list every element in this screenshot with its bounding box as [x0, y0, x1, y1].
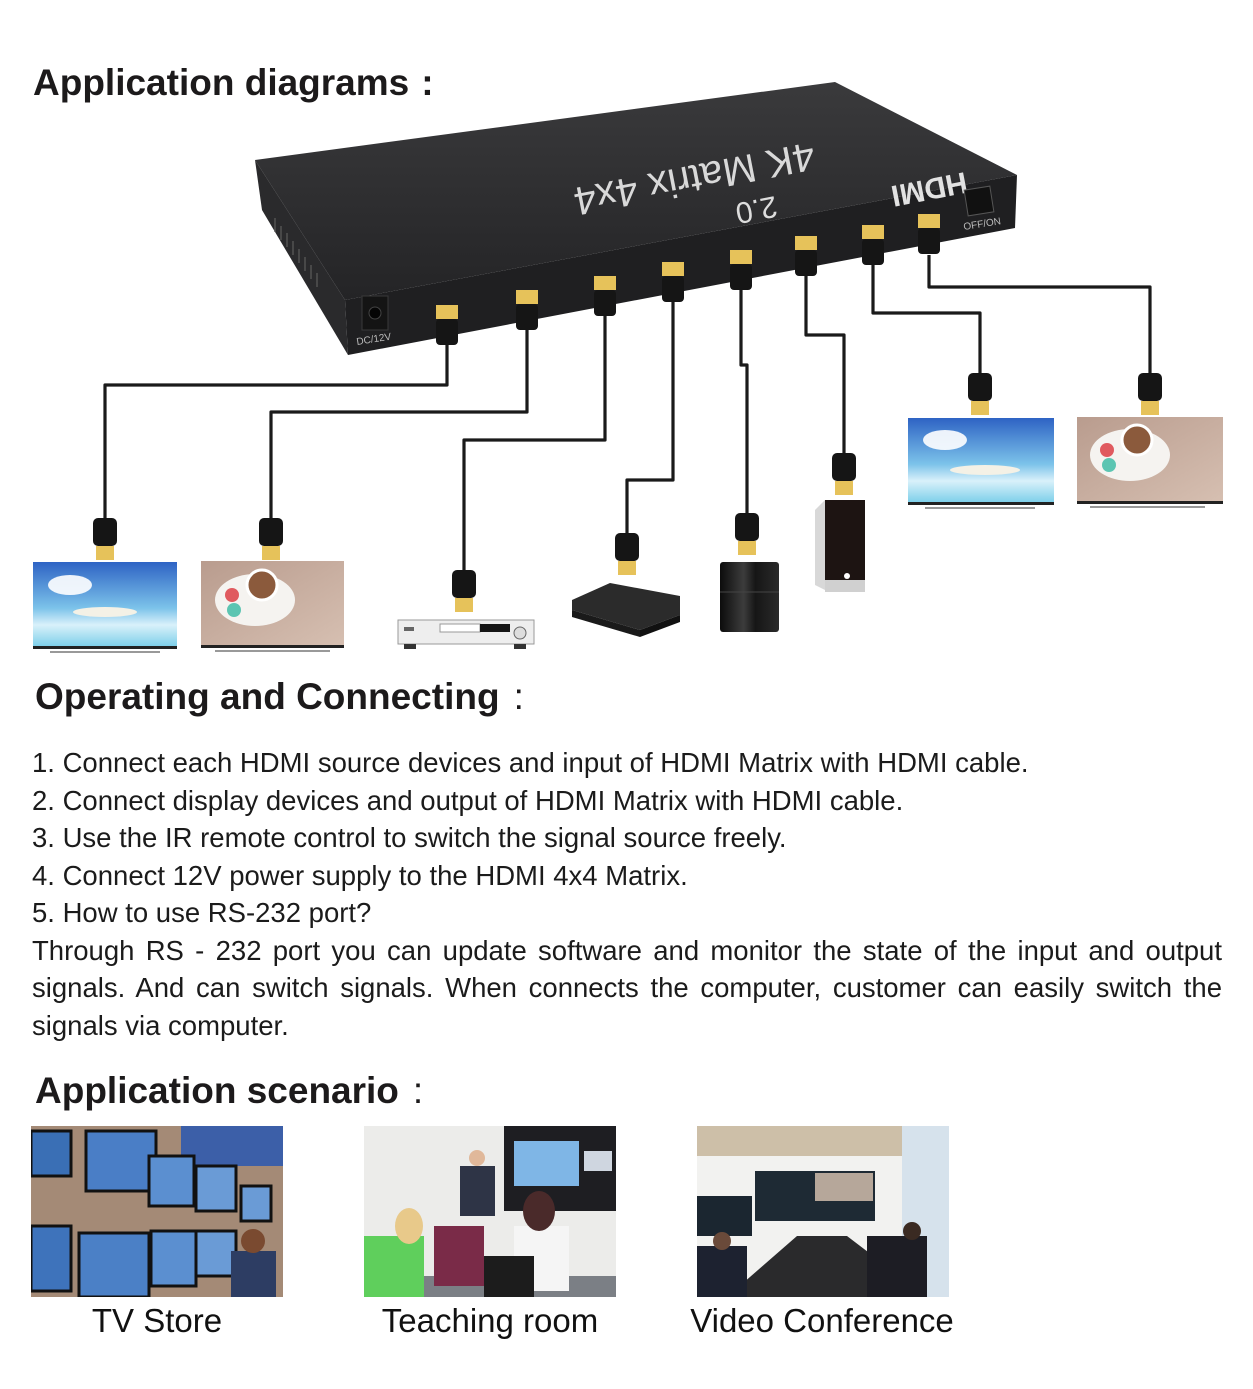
scenario-image-teaching-room: [364, 1126, 616, 1297]
connection-diagram: 4K Matrix 4x4 HDMI 2.0 DC/12V OFF/ON: [33, 82, 1223, 653]
heading-application-diagrams: Application diagrams:: [33, 62, 434, 104]
heading-text: Application diagrams: [33, 62, 410, 103]
hdmi-port-6: [795, 236, 817, 276]
heading-colon: :: [412, 1070, 424, 1111]
hdmi-port-7: [862, 225, 884, 265]
hdmi-port-3: [594, 276, 616, 316]
hdmi-plug: [615, 533, 639, 575]
instruction-step: 4. Connect 12V power supply to the HDMI …: [32, 859, 688, 891]
game-console: [720, 562, 779, 632]
vent-grille: [274, 218, 318, 287]
tv-display-1: [33, 562, 177, 653]
hdmi-port-2: [516, 290, 538, 330]
heading-text: Application scenario: [35, 1070, 399, 1111]
hdmi-port-1: [436, 305, 458, 345]
tv-display-2: [201, 561, 344, 652]
cable-7: [871, 265, 982, 375]
set-top-box: [572, 583, 680, 637]
hdmi-plug: [735, 513, 759, 555]
pc-tower: [815, 500, 865, 592]
heading-text: Operating and Connecting: [35, 676, 500, 717]
heading-colon: :: [421, 62, 434, 103]
device-port-connectors: [436, 214, 940, 345]
hdmi-port-5: [730, 250, 752, 290]
cable-5: [739, 290, 749, 515]
cable-2: [269, 330, 529, 520]
scenario-image-tv-store: [31, 1126, 283, 1297]
rs232-description: Through RS - 232 port you can update sof…: [32, 934, 1222, 1041]
hdmi-port-8: [918, 214, 940, 254]
heading-application-scenario: Application scenario:: [35, 1070, 423, 1112]
hdmi-port-4: [662, 262, 684, 302]
hdmi-plug: [93, 518, 117, 560]
cable-3: [462, 315, 607, 570]
instruction-list: 1. Connect each HDMI source devices and …: [32, 744, 1222, 1044]
scenario-caption-teaching-room: Teaching room: [381, 1302, 599, 1339]
cable-6: [804, 275, 846, 455]
device-top-face: [255, 82, 1017, 300]
heading-operating-connecting: Operating and Connecting:: [35, 676, 524, 718]
power-switch: [963, 185, 995, 217]
scenario-caption-video-conference: Video Conference: [690, 1302, 954, 1339]
device-end-connectors: [93, 373, 1162, 612]
cable-8: [927, 255, 1152, 375]
cable-1: [103, 340, 449, 520]
instruction-step: 3. Use the IR remote control to switch t…: [32, 822, 787, 853]
heading-colon: :: [513, 676, 524, 717]
hdmi-plug: [259, 518, 283, 560]
hdmi-cables: [103, 255, 1152, 570]
instruction-step: 5. How to use RS-232 port?: [32, 897, 372, 928]
hdmi-plug: [832, 453, 856, 495]
scenario-image-video-conference: [697, 1126, 949, 1297]
dc-jack-hole: [368, 306, 382, 320]
cable-4: [625, 300, 675, 535]
device-side-face: [255, 160, 348, 355]
tv-display-4: [1077, 417, 1223, 508]
dvd-player: [397, 619, 535, 649]
hdmi-plug: [968, 373, 992, 415]
hdmi-plug: [452, 570, 476, 612]
hdmi-plug: [1138, 373, 1162, 415]
dc-power-label: DC/12V: [356, 332, 393, 348]
hdmi-version: 2.0: [733, 189, 780, 229]
tv-display-3: [908, 418, 1054, 509]
instruction-step: 2. Connect display devices and output of…: [32, 784, 904, 816]
instruction-step: 1. Connect each HDMI source devices and …: [32, 747, 1029, 778]
scenario-caption-tv-store: TV Store: [91, 1302, 223, 1339]
